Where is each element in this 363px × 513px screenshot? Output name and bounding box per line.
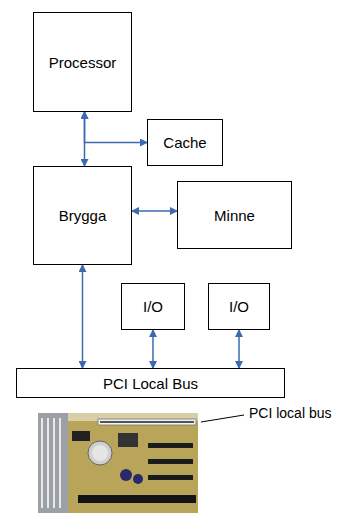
bridge-box: Brygga [33,166,132,265]
cache-box: Cache [147,119,223,166]
connector-arrow [152,330,154,368]
connector-arrow [238,330,240,368]
node-text: Processor [49,54,117,71]
node-text: I/O [229,298,249,315]
memory-box: Minne [177,181,292,249]
connector-arrow [132,210,177,212]
connector-arrow [82,265,84,368]
node-text: Cache [163,134,206,151]
connector-arrow [85,112,148,143]
node-text: Minne [214,207,255,224]
bus-band: PCI Local Bus [16,368,285,398]
io-box: I/O [208,283,270,330]
node-text: Brygga [59,207,107,224]
callout-label: PCI local bus [249,405,331,421]
motherboard-photo [38,413,198,513]
processor-box: Processor [33,12,132,112]
node-text: I/O [143,298,163,315]
node-text: PCI Local Bus [103,375,198,392]
io-box: I/O [121,283,185,330]
